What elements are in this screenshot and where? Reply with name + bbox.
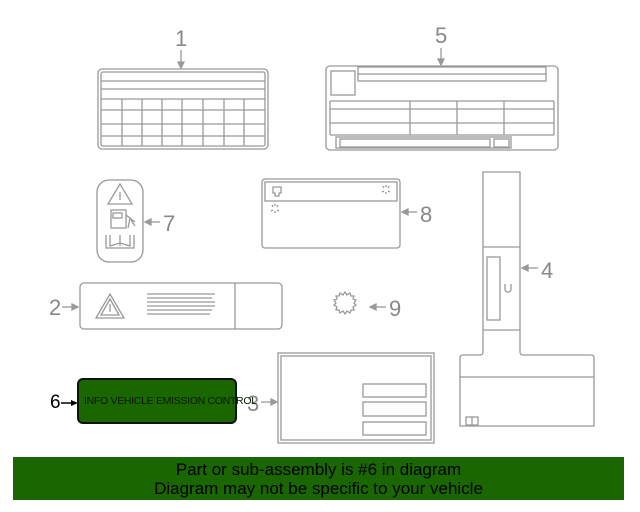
callout-1: 1	[175, 26, 188, 51]
part-3-label[interactable]	[277, 352, 435, 444]
part-5-label[interactable]	[325, 65, 559, 151]
callout-8: 8	[420, 202, 433, 227]
callout-9: 9	[389, 296, 402, 321]
callout-3: 3	[247, 391, 260, 416]
banner-line-2: Diagram may not be specific to your vehi…	[154, 479, 483, 498]
callout-5: 5	[435, 23, 448, 48]
part-1-label-grid[interactable]	[97, 68, 269, 150]
part-7-warning-label[interactable]	[96, 179, 144, 263]
part-6-label: INFO VEHICLE EMISSION CONTROL	[84, 395, 257, 407]
callout-4: 4	[541, 258, 554, 283]
callout-2: 2	[49, 295, 62, 320]
part-2-warning-label[interactable]	[79, 282, 283, 330]
part-6-info-vehicle-emission-control[interactable]	[77, 378, 237, 424]
banner-line-1: Part or sub-assembly is #6 in diagram	[175, 460, 462, 479]
callout-7: 7	[163, 211, 176, 236]
part-8-label[interactable]	[261, 178, 401, 249]
info-banner: Part or sub-assembly is #6 in diagram Di…	[13, 457, 624, 500]
part-4-label[interactable]	[459, 171, 595, 427]
part-9-sticker[interactable]	[332, 290, 358, 316]
callout-6: 6	[50, 392, 61, 413]
